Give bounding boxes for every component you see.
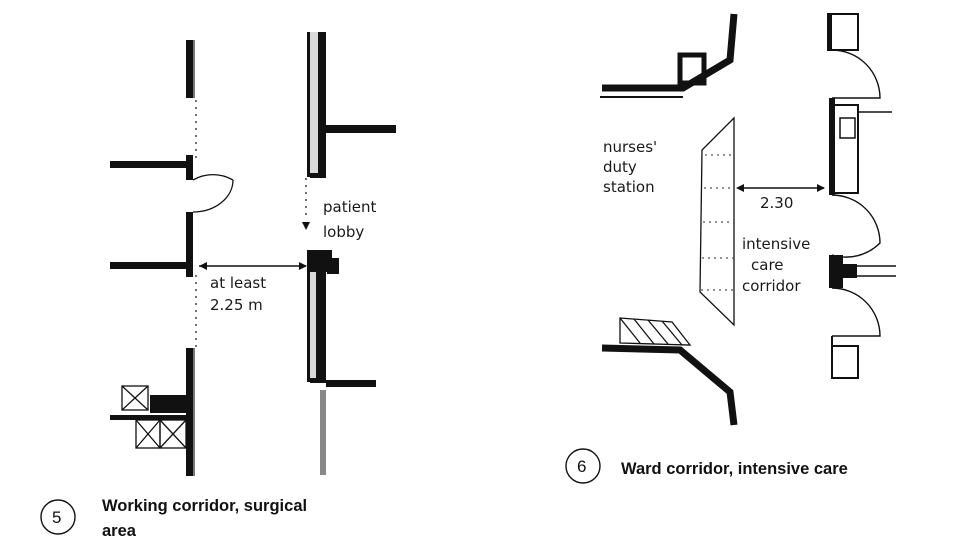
label-patient: patient <box>323 198 376 216</box>
label-care: care <box>751 256 784 274</box>
hatched-counter <box>619 317 692 346</box>
label-station: station <box>603 178 655 196</box>
caption-5-circle <box>40 499 76 535</box>
lobby-arrowhead <box>302 222 310 230</box>
label-nurses: nurses' <box>603 138 657 156</box>
figure-6-ward-corridor: nurses' duty station 2.30 intensive care… <box>565 13 896 484</box>
label-width-2-25: 2.25 m <box>210 296 263 314</box>
caption-5-line2: area <box>102 522 137 540</box>
nurses-duty-station <box>699 116 735 327</box>
equipment-boxes <box>121 385 187 449</box>
label-duty: duty <box>603 158 637 176</box>
dimension-arrow-left-6 <box>736 184 744 192</box>
label-at-least: at least <box>210 274 266 292</box>
dimension-arrow-left <box>199 262 207 270</box>
upper-left-wall <box>600 13 738 98</box>
caption-6-text: Ward corridor, intensive care <box>621 460 848 478</box>
caption-5-number: 5 <box>52 508 61 527</box>
right-wall <box>307 32 396 475</box>
label-corridor: corridor <box>742 277 801 295</box>
right-side-walls <box>827 13 896 379</box>
label-intensive: intensive <box>742 235 810 253</box>
label-lobby: lobby <box>323 223 364 241</box>
caption-5-line1: Working corridor, surgical <box>102 497 307 515</box>
lower-left-wall <box>601 317 738 426</box>
caption-6-circle <box>565 448 601 484</box>
door-swing <box>192 173 234 213</box>
caption-6-number: 6 <box>577 457 586 476</box>
label-width-2-30: 2.30 <box>760 194 793 212</box>
figure-5-working-corridor: patient lobby at least 2.25 m 5 Working … <box>40 32 396 540</box>
left-wall <box>110 40 195 476</box>
